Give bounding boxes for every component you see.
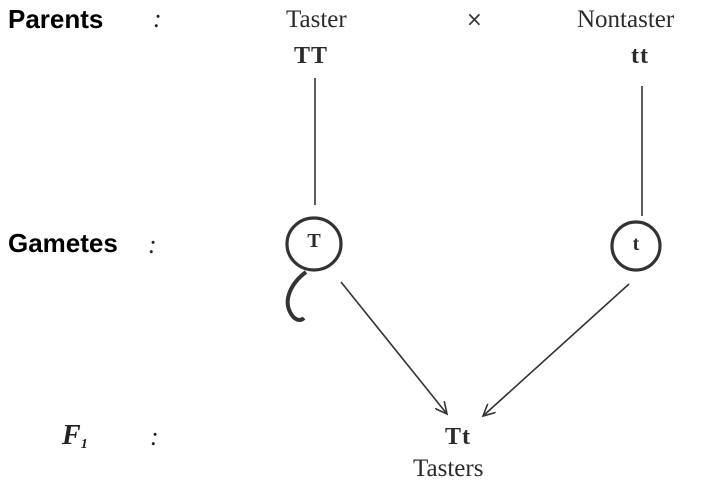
cross-symbol: × — [466, 7, 483, 31]
gametes-label: Gametes — [8, 228, 118, 258]
offspring-phenotype: Tasters — [413, 455, 484, 482]
left-parent-genotype: TT — [294, 43, 329, 69]
left-gamete-tail — [285, 270, 308, 322]
offspring-genotype: Tt — [445, 424, 471, 450]
right-gamete-arrow — [483, 283, 630, 416]
right-gamete-label: t — [632, 233, 640, 255]
f1-subscript: 1 — [80, 437, 88, 452]
left-parent-phenotype: Taster — [286, 6, 347, 33]
right-parent-phenotype: Nontaster — [577, 6, 675, 33]
left-gamete-arrow — [340, 281, 447, 414]
f1-letter: F — [62, 420, 81, 451]
right-parent-genotype: tt — [631, 43, 649, 69]
right-gamete-circle — [610, 220, 662, 272]
left-gamete-label: T — [307, 230, 321, 252]
parents-colon: : — [153, 4, 162, 33]
f1-label: F1 — [62, 420, 88, 453]
left-gamete-circle — [285, 216, 343, 272]
parents-label: Parents — [8, 4, 104, 34]
gametes-colon: : — [148, 230, 157, 259]
f1-colon: : — [150, 422, 159, 451]
